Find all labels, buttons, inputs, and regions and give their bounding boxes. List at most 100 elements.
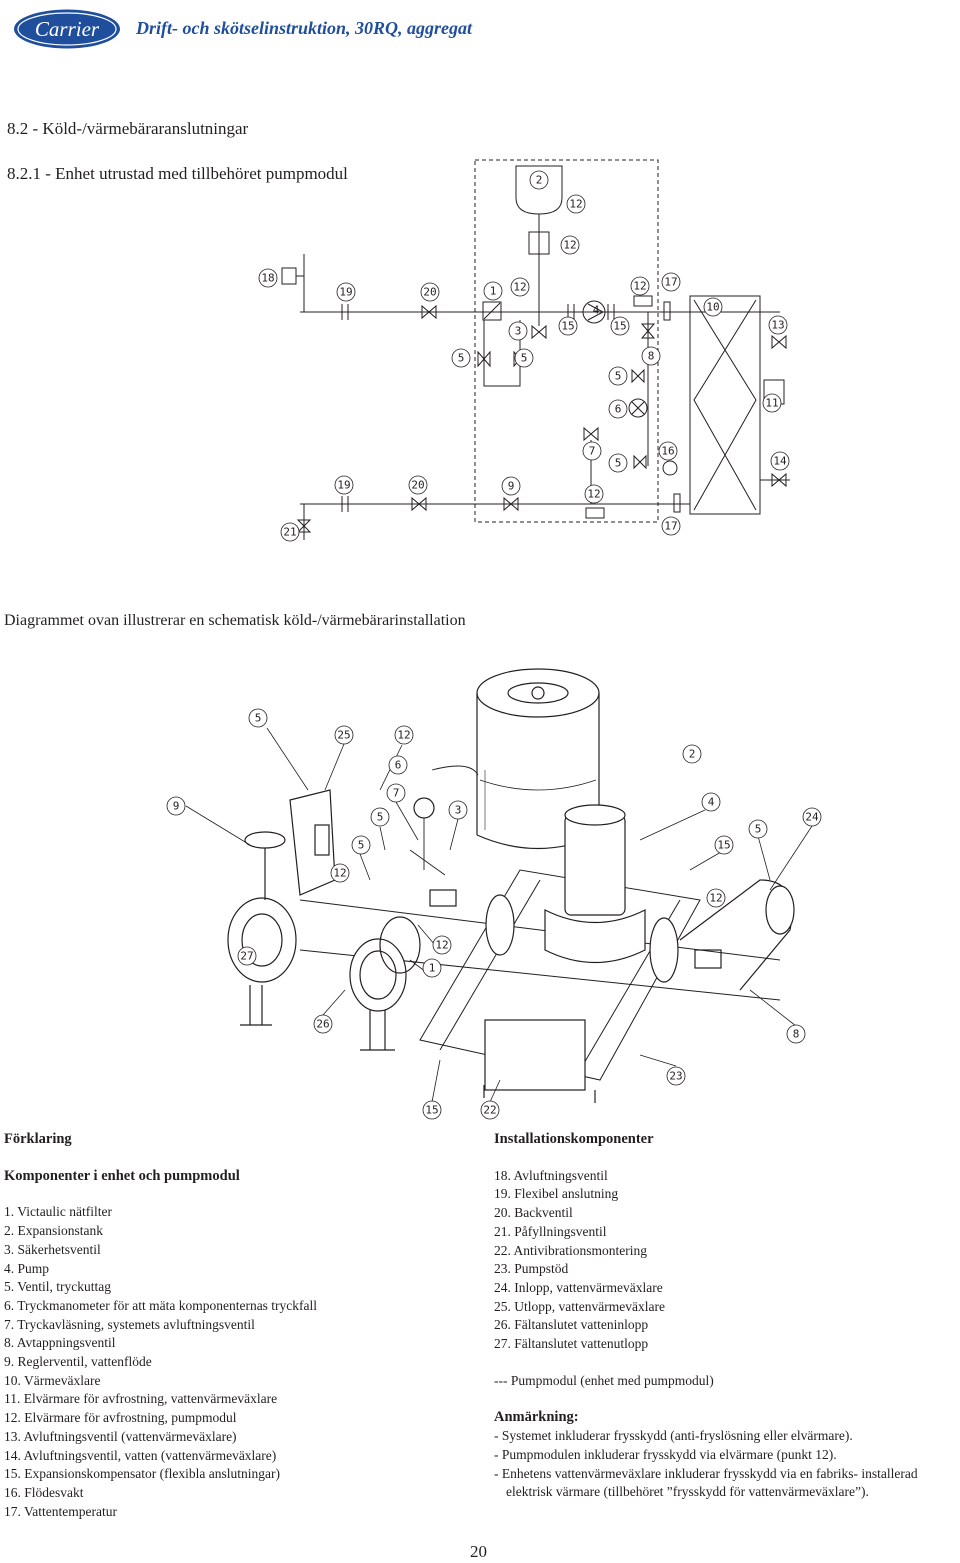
figure-callout: 27 (240, 950, 253, 963)
schematic-callout: 7 (589, 445, 596, 458)
schematic-callout: 8 (648, 350, 655, 363)
schematic-callout: 19 (339, 286, 352, 299)
list-item: - Systemet inkluderar frysskydd (anti-fr… (494, 1428, 853, 1444)
schematic-caption: Diagrammet ovan illustrerar en schematis… (4, 612, 466, 629)
schematic-callout: 18 (261, 272, 274, 285)
schematic-callout: 17 (664, 276, 677, 289)
figure-callout: 2 (689, 748, 696, 761)
document-title: Drift- och skötselinstruktion, 30RQ, agg… (136, 18, 473, 38)
schematic-callout: 19 (337, 479, 350, 492)
figure-callout: 23 (669, 1070, 682, 1083)
page-number: 20 (470, 1542, 487, 1561)
schematic-callout: 12 (633, 280, 646, 293)
schematic-callout: 9 (508, 480, 515, 493)
list-item: 3. Säkerhetsventil (4, 1241, 101, 1257)
list-item: 14. Avluftningsventil, vatten (vattenvär… (4, 1447, 277, 1463)
installation-heading: Installationskomponenter (494, 1131, 654, 1147)
figure-callout: 6 (395, 759, 402, 772)
schematic-callout: 5 (458, 352, 465, 365)
figure-callout: 1 (429, 962, 436, 975)
pump-module-border (474, 159, 659, 523)
figure-callout: 26 (316, 1018, 329, 1031)
list-item: 5. Ventil, tryckuttag (4, 1279, 111, 1295)
legend-title: Förklaring (4, 1131, 72, 1147)
list-item: 26. Fältanslutet vatteninlopp (494, 1317, 649, 1333)
list-item: 8. Avtappningsventil (4, 1335, 116, 1351)
list-item: - Pumpmodulen inkluderar frysskydd via e… (494, 1446, 837, 1462)
list-item: 9. Reglerventil, vattenflöde (4, 1354, 152, 1370)
schematic-callout: 21 (283, 526, 296, 539)
figure-callout: 5 (358, 839, 365, 852)
list-item: 24. Inlopp, vattenvärmeväxlare (494, 1279, 663, 1295)
figure-callout: 12 (435, 939, 448, 952)
list-item: 7. Tryckavläsning, systemets avluftnings… (4, 1316, 255, 1332)
schematic-callout: 5 (521, 352, 528, 365)
list-item: 15. Expansionskompensator (flexibla ansl… (4, 1466, 280, 1482)
figure-callout: 24 (805, 811, 819, 824)
installation-list: 18. Avluftningsventil 19. Flexibel anslu… (494, 1167, 954, 1354)
list-item: 2. Expansionstank (4, 1223, 103, 1239)
list-item: 21. Påfyllningsventil (494, 1223, 607, 1239)
section-heading: 8.2 - Köld-/värmebäraranslutningar (7, 119, 249, 138)
subsection-heading: 8.2.1 - Enhet utrustad med tillbehöret p… (7, 164, 348, 183)
figure-callout: 5 (255, 712, 262, 725)
schematic-callout: 4 (593, 304, 600, 317)
schematic-callout: 15 (561, 320, 574, 333)
figure-callout: 12 (333, 867, 346, 880)
figure-callout: 25 (337, 729, 350, 742)
schematic-callout: 12 (563, 239, 576, 252)
schematic-callout: 3 (515, 325, 522, 338)
schematic-callout: 2 (536, 174, 543, 187)
schematic-callout: 12 (513, 281, 526, 294)
schematic-callout: 16 (661, 445, 674, 458)
schematic-callout: 1 (490, 285, 497, 298)
figure-callout: 12 (709, 892, 722, 905)
water-circuit-schematic: 2 12 12 18 19 20 1 12 3 15 4 15 12 17 10… (258, 159, 790, 542)
figure-callout: 4 (708, 796, 715, 809)
logo-text: Carrier (35, 17, 100, 41)
list-item: 1. Victaulic nätfilter (4, 1204, 113, 1220)
pump-module-note: --- Pumpmodul (enhet med pumpmodul) (494, 1372, 714, 1388)
carrier-logo: Carrier (14, 9, 120, 49)
remarks-list: - Systemet inkluderar frysskydd (anti-fr… (494, 1427, 950, 1502)
list-item: 20. Backventil (494, 1205, 573, 1221)
legend-right-column: Installationskomponenter 18. Avluftnings… (494, 1130, 954, 1502)
figure-callout: 5 (755, 823, 762, 836)
schematic-callout: 14 (773, 455, 787, 468)
figure-callout: 5 (377, 811, 384, 824)
schematic-callout: 13 (771, 319, 784, 332)
list-item: 13. Avluftningsventil (vattenvärmeväxlar… (4, 1428, 237, 1444)
schematic-callout: 20 (411, 479, 424, 492)
components-list: 1. Victaulic nätfilter 2. Expansionstank… (4, 1203, 464, 1521)
schematic-callout: 17 (664, 520, 677, 533)
legend-left-column: Förklaring Komponenter i enhet och pumpm… (4, 1130, 464, 1521)
schematic-callout: 20 (423, 286, 436, 299)
figure-callout: 22 (483, 1104, 496, 1117)
list-item: 12. Elvärmare för avfrostning, pumpmodul (4, 1410, 237, 1426)
figure-callout: 7 (393, 787, 400, 800)
list-item: 25. Utlopp, vattenvärmeväxlare (494, 1298, 665, 1314)
list-item: 6. Tryckmanometer för att mäta komponent… (4, 1297, 318, 1313)
list-item: 18. Avluftningsventil (494, 1167, 608, 1183)
schematic-callout: 6 (615, 403, 622, 416)
list-item: 11. Elvärmare för avfrostning, vattenvär… (4, 1391, 278, 1407)
schematic-callout: 12 (587, 488, 600, 501)
list-item: 10. Värmeväxlare (4, 1372, 101, 1388)
list-item: 23. Pumpstöd (494, 1261, 569, 1277)
schematic-callout: 5 (615, 457, 622, 470)
list-item: 19. Flexibel anslutning (494, 1186, 619, 1202)
schematic-callout: 12 (569, 198, 582, 211)
figure-callout: 12 (397, 729, 410, 742)
figure-callout: 8 (793, 1028, 800, 1041)
list-item: 27. Fältanslutet vattenutlopp (494, 1336, 649, 1352)
figure-callout: 9 (173, 800, 180, 813)
figure-callout: 15 (425, 1104, 438, 1117)
schematic-callout: 10 (706, 301, 719, 314)
list-item: 16. Flödesvakt (4, 1484, 84, 1500)
remarks-heading: Anmärkning: (494, 1409, 579, 1426)
list-item: 22. Antivibrationsmontering (494, 1242, 647, 1258)
schematic-callout: 15 (613, 320, 626, 333)
schematic-callout: 5 (615, 370, 622, 383)
components-heading: Komponenter i enhet och pumpmodul (4, 1167, 240, 1184)
list-item: - Enhetens vattenvärmeväxlare inkluderar… (494, 1465, 918, 1500)
